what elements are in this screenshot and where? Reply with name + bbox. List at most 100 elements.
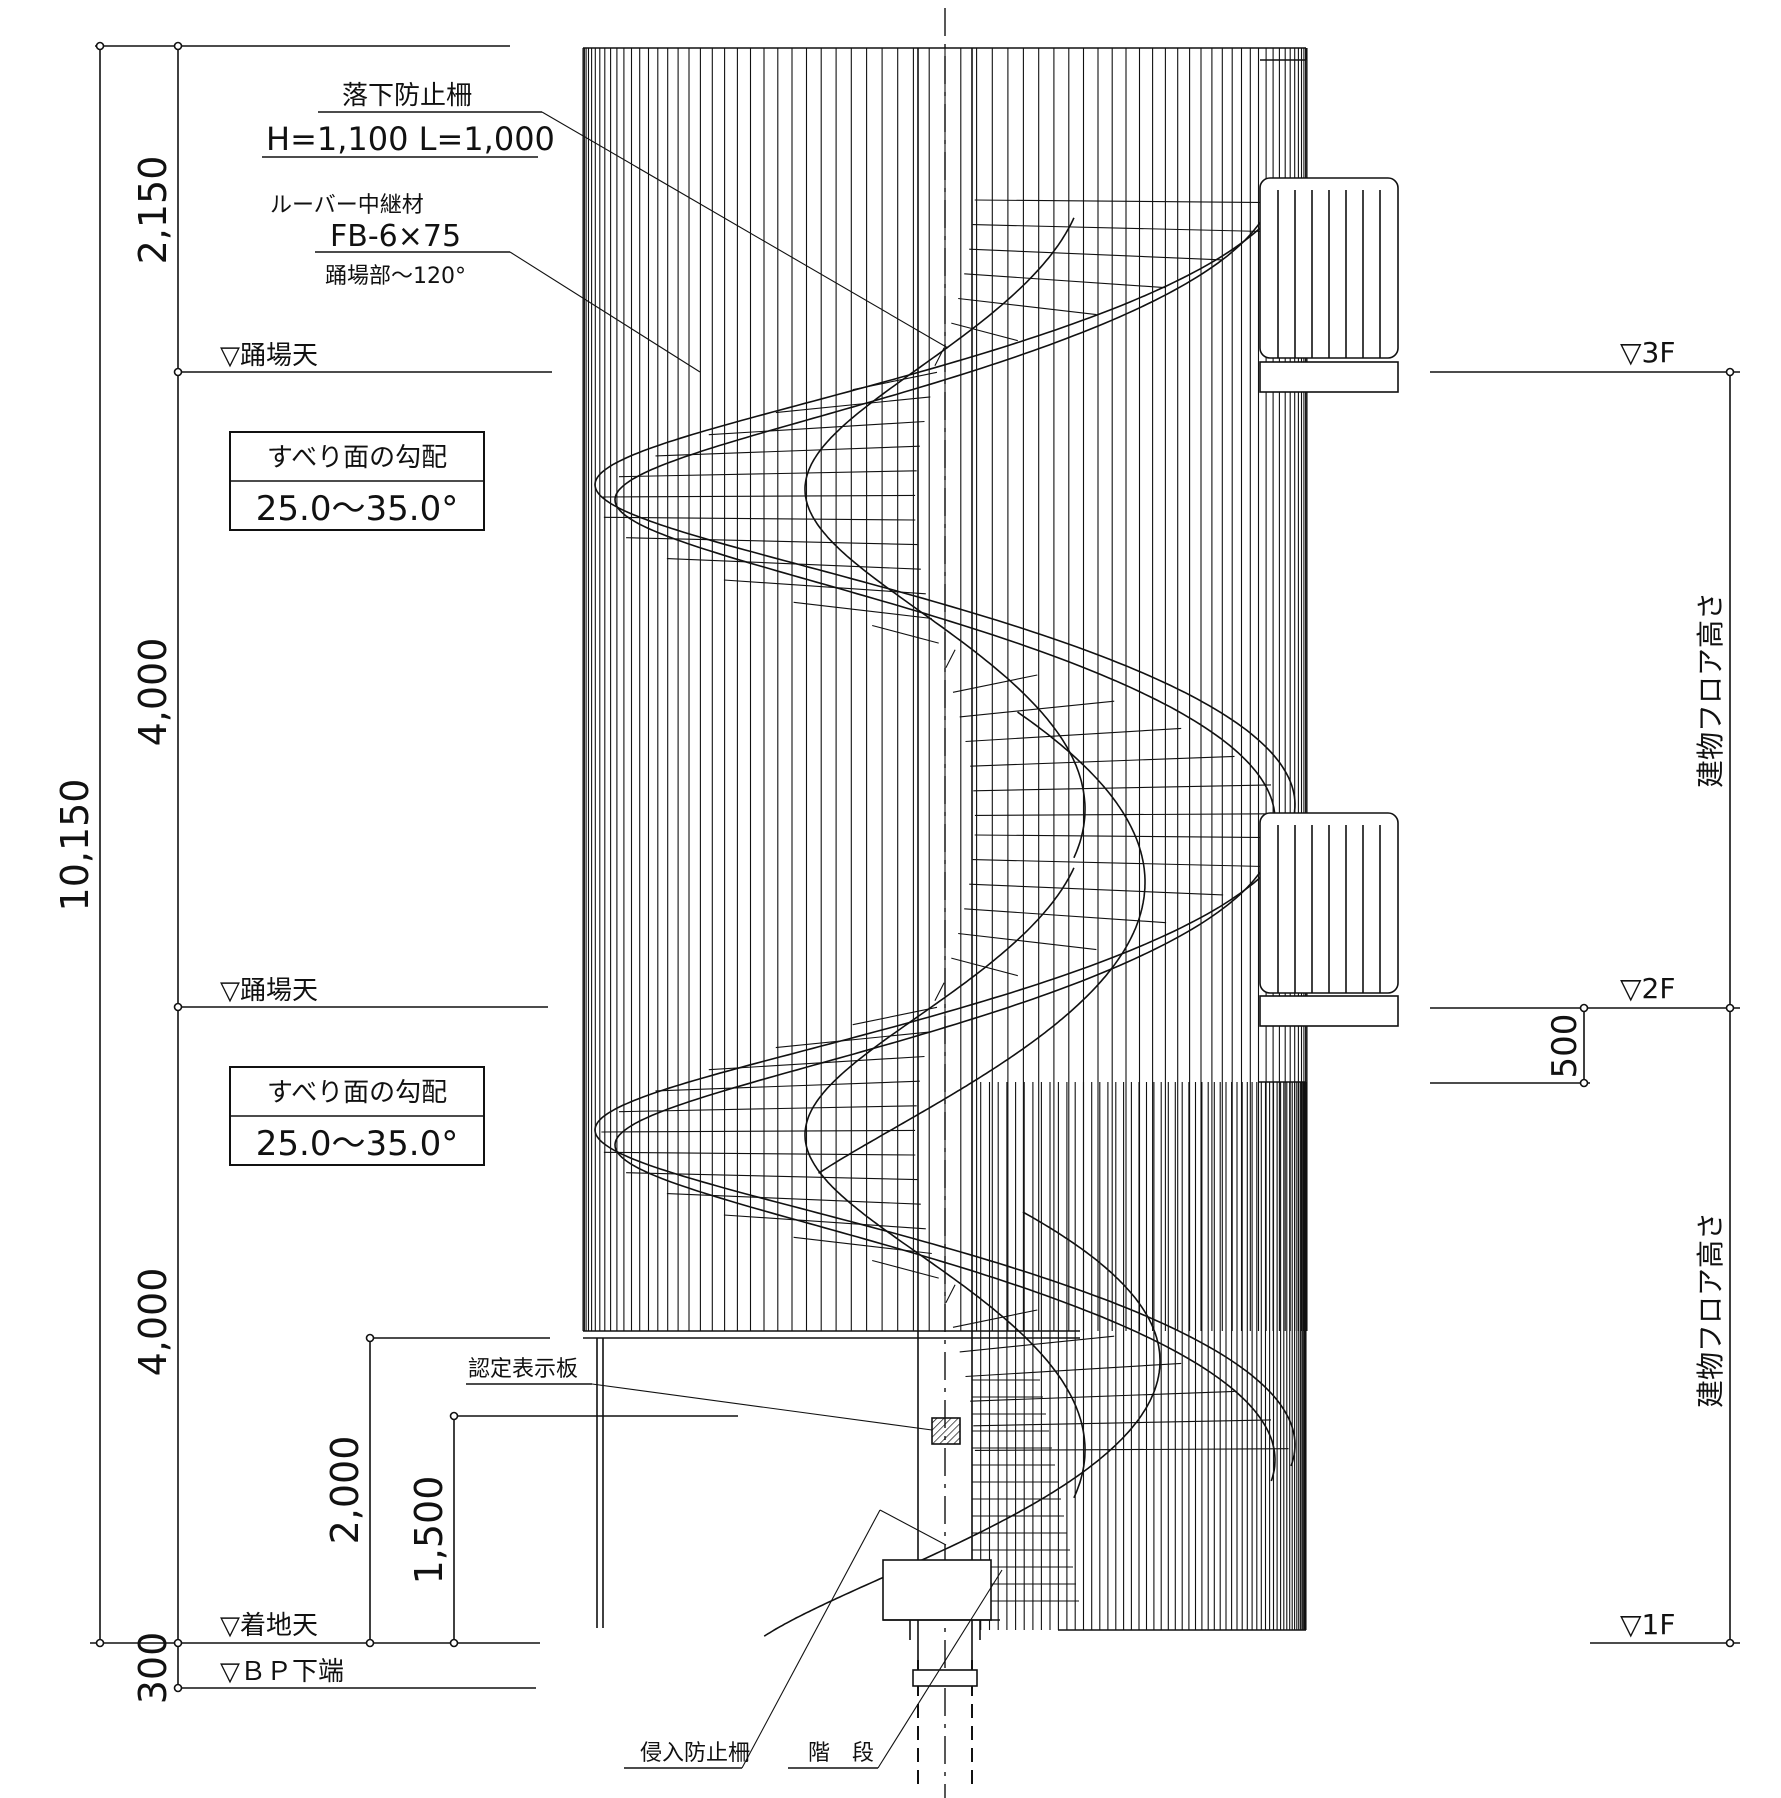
exit-structure [596, 1338, 1000, 1687]
spiral-rail [804, 217, 1086, 859]
slope-box-upper-value: 25.0～35.0° [256, 489, 458, 529]
louver-size: FB-6×75 [330, 219, 461, 254]
dim-lower-floor: 4,000 [131, 1268, 175, 1377]
dim-upper-floor: 4,000 [131, 638, 175, 747]
balcony-3f [1259, 177, 1399, 393]
slide-tread [603, 516, 916, 521]
slide-tread [945, 1284, 956, 1303]
slide-tread [974, 834, 1287, 839]
fall-guard-callout: 落下防止柵 H=1,100 L=1,000 [262, 81, 949, 349]
slide-tread [708, 1055, 925, 1071]
slide-tread [618, 470, 917, 478]
slide-tread [965, 727, 1182, 743]
slide-tread [603, 1151, 916, 1156]
level-bp-bottom: ▽ＢＰ下端 [220, 1657, 344, 1687]
level-landing-upper: ▽踊場天 [220, 341, 318, 371]
slide-tread [964, 908, 1167, 924]
floor-height-label-lower: 建物フロア高さ [1694, 1212, 1727, 1408]
slide-tread [959, 700, 1115, 718]
spiral-rail [614, 850, 1276, 1482]
slide-tread [969, 883, 1224, 896]
slide-tread [972, 859, 1264, 868]
level-3f: ▽3F [1620, 336, 1675, 369]
dim-total: 10,150 [53, 779, 97, 912]
left-dimension-lines [90, 41, 738, 1693]
slide-tread [775, 396, 931, 414]
slide-tread [958, 932, 1097, 951]
slide-tread [958, 297, 1097, 316]
stairs-label: 階 段 [808, 1741, 874, 1766]
slide-tread [872, 624, 939, 644]
slide-tread [973, 1419, 1272, 1427]
slide-tread [952, 1309, 1038, 1328]
spiral-rail [763, 1211, 1161, 1637]
louver-title: ルーバー中継材 [270, 193, 424, 218]
slide-tread [952, 674, 1038, 693]
slide-tread [964, 273, 1167, 289]
slide-tread [601, 494, 916, 498]
stairs-callout: 階 段 [788, 1569, 1003, 1769]
slide-tread [973, 784, 1272, 792]
slide-tread [655, 1080, 920, 1092]
right-dimension-lines [1430, 367, 1740, 1648]
slide-tread [655, 445, 920, 457]
slide-tread [951, 957, 1018, 977]
slide-tread [601, 1129, 916, 1133]
cert-plate-label: 認定表示板 [468, 1357, 578, 1382]
slide-tread [775, 1031, 931, 1049]
slide-tread [793, 601, 932, 620]
spiral-rail [818, 711, 1146, 1174]
level-2f: ▽2F [1620, 972, 1675, 1005]
slide-tread [970, 755, 1235, 767]
slide-tread [974, 1448, 1289, 1451]
slide-tread [934, 982, 945, 1001]
louver-bars [582, 48, 1308, 1331]
slide-tread [723, 1214, 926, 1230]
spiral-slide-rails [594, 185, 1296, 1637]
slide-tread [972, 224, 1264, 233]
dim-2000: 2,000 [323, 1436, 367, 1545]
louver-callout: ルーバー中継材 FB-6×75 踊場部～120° [270, 193, 701, 373]
slide-tread [934, 347, 945, 366]
fall-guard-size: H=1,100 L=1,000 [266, 120, 555, 158]
slide-tread [969, 248, 1224, 261]
center-column [917, 8, 973, 1798]
slide-tread [974, 199, 1287, 204]
spiral-rail [614, 200, 1276, 842]
slide-tread [618, 1105, 917, 1113]
slide-tread [666, 558, 921, 570]
floor-height-label-upper: 建物フロア高さ [1694, 592, 1727, 788]
slide-tread [959, 1335, 1115, 1353]
lower-louver-bars [971, 1082, 1307, 1630]
slide-tread [793, 1236, 932, 1255]
slope-box-lower-value: 25.0～35.0° [256, 1124, 458, 1164]
slide-tread [626, 1172, 918, 1181]
slide-tread [852, 1006, 938, 1026]
slide-tread [708, 420, 925, 436]
dim-base: 300 [131, 1632, 175, 1705]
slide-tread [965, 1362, 1182, 1378]
dim-1500: 1,500 [407, 1476, 451, 1585]
slide-tread [723, 579, 926, 595]
slide-tread [974, 813, 1289, 816]
slide-tread [666, 1193, 921, 1205]
slide-tread [626, 537, 918, 546]
slope-box-upper: すべり面の勾配 25.0～35.0° [229, 431, 485, 531]
spiral-rail [594, 185, 1296, 827]
dim-500: 500 [1545, 1014, 1585, 1079]
slide-tread [970, 1390, 1235, 1402]
level-landing-lower: ▽踊場天 [220, 976, 318, 1006]
slide-tread [945, 649, 956, 668]
dim-top: 2,150 [131, 156, 175, 265]
slope-box-lower: すべり面の勾配 25.0～35.0° [229, 1066, 485, 1166]
slide-tread [872, 1259, 939, 1279]
slope-box-upper-title: すべり面の勾配 [267, 443, 447, 473]
intrusion-guard-label: 侵入防止柵 [640, 1741, 750, 1766]
slope-box-lower-title: すべり面の勾配 [267, 1078, 447, 1108]
spiral-rail [804, 867, 1086, 1499]
balcony-2f [1259, 812, 1399, 1027]
spiral-rail [594, 835, 1296, 1467]
level-1f: ▽1F [1620, 1608, 1675, 1641]
level-ground-landing: ▽着地天 [220, 1611, 318, 1641]
